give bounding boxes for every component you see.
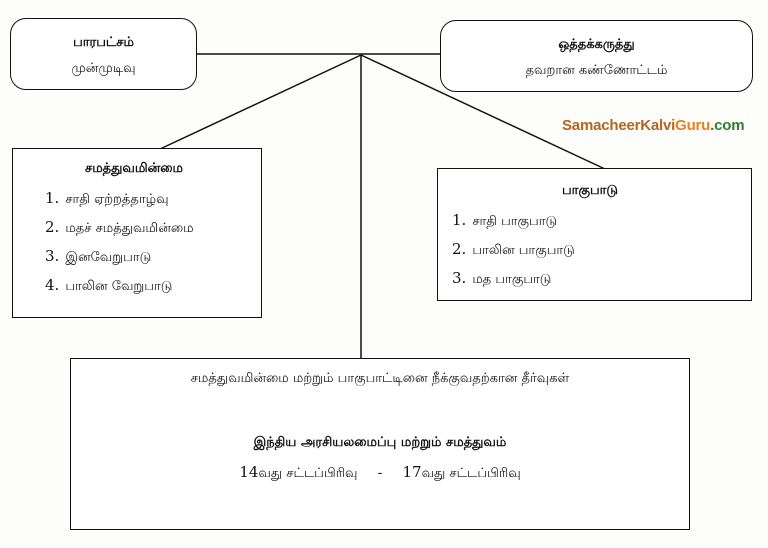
watermark-part3: .com: [710, 117, 745, 134]
item-text: மதச் சமத்துவமின்மை: [65, 221, 194, 236]
solutions-box: சமத்துவமின்மை மற்றும் பாகுபாட்டினை நீக்க…: [70, 358, 690, 530]
prejudice-box: பாரபட்சம் முன்முடிவு: [10, 18, 197, 90]
list-item: 2. பாலின பாகுபாடு: [452, 240, 751, 259]
item-text: பாலின பாகுபாடு: [472, 243, 575, 258]
article17-text: வது சட்டப்பிரிவு: [421, 466, 521, 481]
prejudice-subtitle: முன்முடிவு: [71, 61, 136, 76]
solutions-heading: சமத்துவமின்மை மற்றும் பாகுபாட்டினை நீக்க…: [190, 371, 570, 386]
watermark-logo: SamacheerKalviGuru.com: [562, 117, 745, 134]
item-number: 1.: [452, 211, 467, 229]
inequality-list: 1. சாதி ஏற்றத்தாழ்வு 2. மதச் சமத்துவமின்மை 3…: [45, 189, 261, 295]
stereotype-subtitle: தவறான கண்ணோட்டம்: [525, 63, 668, 78]
list-item: 3. மத பாகுபாடு: [452, 269, 751, 288]
articles-separator: -: [377, 466, 383, 481]
stereotype-box: ஒத்தக்கருத்து தவறான கண்ணோட்டம்: [440, 20, 753, 92]
item-number: 3.: [45, 247, 60, 265]
watermark-part2: Guru: [675, 117, 711, 134]
item-text: பாலின வேறுபாடு: [65, 279, 173, 294]
connector-left: [159, 54, 362, 150]
constitution-title: இந்திய அரசியலமைப்பு மற்றும் சமத்துவம்: [253, 435, 507, 450]
item-number: 2.: [45, 218, 60, 236]
connector-right: [360, 54, 606, 170]
prejudice-title: பாரபட்சம்: [73, 35, 134, 50]
list-item: 1. சாதி பாகுபாடு: [452, 211, 751, 230]
list-item: 2. மதச் சமத்துவமின்மை: [45, 218, 261, 237]
article14-text: வது சட்டப்பிரிவு: [258, 466, 358, 481]
inequality-title: சமத்துவமின்மை: [85, 161, 184, 176]
list-item: 4. பாலின வேறுபாடு: [45, 276, 261, 295]
item-text: இனவேறுபாடு: [65, 250, 152, 265]
discrimination-list: 1. சாதி பாகுபாடு 2. பாலின பாகுபாடு 3. மத பாகு…: [452, 211, 751, 288]
stereotype-title: ஒத்தக்கருத்து: [558, 37, 635, 52]
list-item: 1. சாதி ஏற்றத்தாழ்வு: [45, 189, 261, 208]
article14-number: 14: [239, 463, 259, 481]
list-item: 3. இனவேறுபாடு: [45, 247, 261, 266]
discrimination-box: பாகுபாடு 1. சாதி பாகுபாடு 2. பாலின பாகுபாடு…: [437, 168, 752, 301]
articles-line: 14வது சட்டப்பிரிவு - 17வது சட்டப்பிரிவு: [71, 463, 689, 482]
item-text: மத பாகுபாடு: [472, 272, 552, 287]
item-number: 4.: [45, 276, 60, 294]
discrimination-title: பாகுபாடு: [562, 183, 619, 198]
inequality-box: சமத்துவமின்மை 1. சாதி ஏற்றத்தாழ்வு 2. மதச் …: [12, 148, 262, 318]
item-number: 3.: [452, 269, 467, 287]
item-number: 1.: [45, 189, 60, 207]
item-text: சாதி ஏற்றத்தாழ்வு: [65, 192, 169, 207]
item-number: 2.: [452, 240, 467, 258]
watermark-part1: SamacheerKalvi: [562, 117, 676, 134]
article17-number: 17: [402, 463, 422, 481]
item-text: சாதி பாகுபாடு: [472, 214, 558, 229]
